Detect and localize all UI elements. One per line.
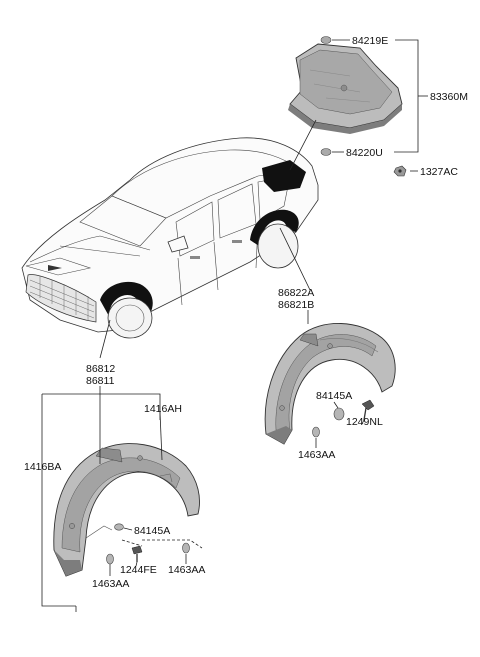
label-1416BA: 1416BA [24,461,61,473]
label-86812: 86812 [86,363,115,375]
label-1249NL: 1249NL [346,416,383,428]
clip-1463AA-right-icon [312,426,320,438]
label-83360M: 83360M [430,91,468,103]
clip-1463AA-left-bottom-icon [106,553,114,565]
rear-wheel-liner-part [264,323,396,445]
label-86811: 86811 [86,375,115,387]
front-wheel-liner-part [53,443,200,577]
label-86821B: 86821B [278,299,314,311]
clip-84145A-left-icon [114,523,124,531]
clip-84145A-right-icon [333,407,345,421]
front-wheel-liner-highlight [100,281,153,318]
label-84145A-left: 84145A [134,525,170,537]
screw-1249NL-icon [361,399,375,421]
under-cover-highlight [262,160,306,192]
label-1463AA-left-right: 1463AA [168,564,205,576]
label-84219E: 84219E [352,35,388,47]
label-1327AC: 1327AC [420,166,458,178]
clip-84220U-icon [320,148,332,156]
label-1244FE: 1244FE [120,564,157,576]
under-cover-part [288,43,403,134]
label-1463AA-left-bottom: 1463AA [92,578,129,590]
label-1416AH: 1416AH [144,403,182,415]
vehicle-illustration [21,137,319,339]
label-86822A: 86822A [278,287,314,299]
screw-1244FE-icon [131,545,143,562]
clip-1463AA-left-right-icon [182,542,190,554]
clip-84219E-icon [320,36,332,44]
label-84145A-right: 84145A [316,390,352,402]
label-1463AA-right: 1463AA [298,449,335,461]
rear-wheel-liner-highlight [250,209,299,248]
nut-1327AC-icon [393,165,407,177]
label-84220U: 84220U [346,147,383,159]
